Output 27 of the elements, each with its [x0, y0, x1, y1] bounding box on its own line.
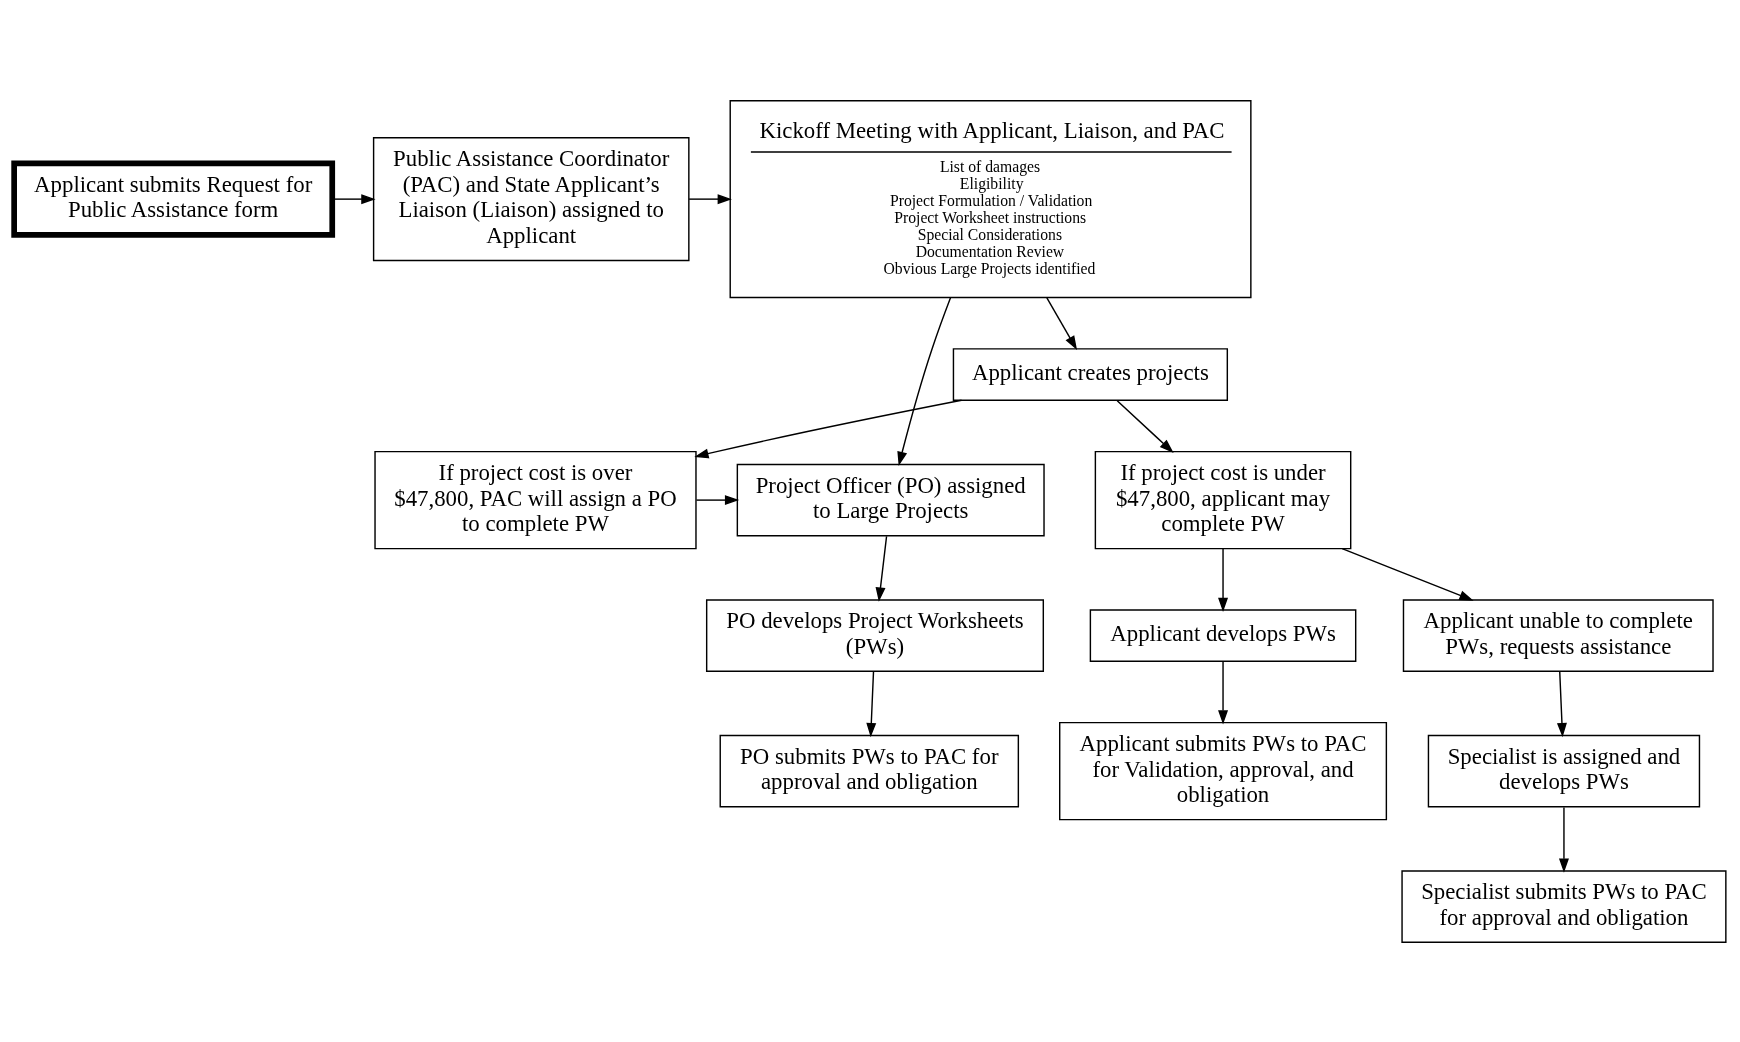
- arrow: [1558, 806, 1569, 873]
- arrow: [875, 535, 888, 602]
- arrow: [1218, 660, 1229, 725]
- arrow: [688, 193, 732, 204]
- arrow: [897, 296, 952, 466]
- node-box: If project cost is under $47,800, applicant may complete PW: [1094, 450, 1352, 549]
- arrow: [1116, 399, 1174, 453]
- node-box: Specialist is assigned and develops PWs: [1427, 734, 1701, 807]
- arrow: [694, 399, 963, 458]
- arrow: [866, 670, 877, 737]
- node-box: Project Officer (PO) assigned to Large Projects: [736, 463, 1045, 536]
- node-box: PO develops Project Worksheets (PWs): [705, 598, 1045, 672]
- arrow: [1218, 547, 1229, 612]
- node-box: Applicant submits Request for Public Assistance form: [11, 160, 336, 238]
- arrow: [1556, 670, 1567, 737]
- node-box: Kickoff Meeting with Applicant, Liaison, and PAC List of damages Eligibility Project Formulation / Validation Project Worksheet instructions Special Considerations Documentation Review Obvious Large Projects identified: [729, 99, 1252, 298]
- node-box: Applicant submits PWs to PAC for Validation, approval, and obligation: [1059, 721, 1388, 820]
- node-box: If project cost is over $47,800, PAC will assign a PO to complete PW: [374, 450, 697, 549]
- node-box: Specialist submits PWs to PAC for approval and obligation: [1401, 869, 1727, 943]
- node-box: PO submits PWs to PAC for approval and obligation: [719, 734, 1020, 807]
- arrow: [695, 494, 740, 505]
- node-box: Public Assistance Coordinator (PAC) and State Applicant’s Liaison (Liaison) assigned to Applicant: [372, 136, 690, 261]
- node-box: Applicant creates projects: [952, 347, 1229, 401]
- arrow: [1046, 296, 1078, 350]
- arrow: [1341, 547, 1474, 601]
- node-box: Applicant unable to complete PWs, requests assistance: [1402, 598, 1714, 672]
- node-box: Applicant develops PWs: [1089, 608, 1357, 662]
